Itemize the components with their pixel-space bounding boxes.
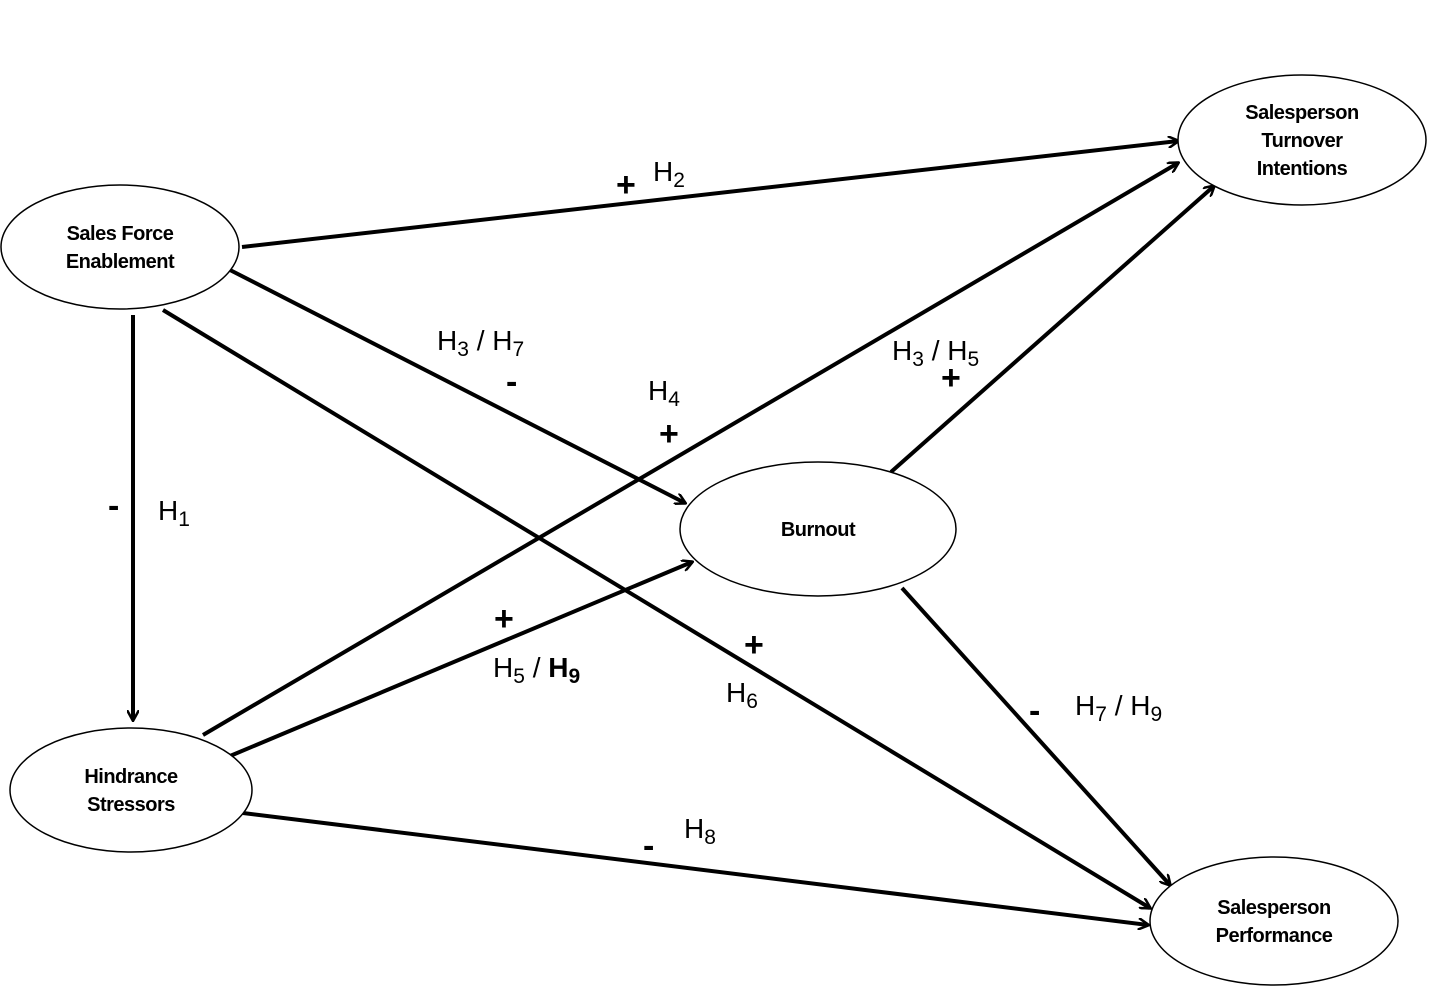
- path-arrow-hindrance-to-burnout: [229, 562, 692, 758]
- hypothesis-label: H1: [158, 495, 190, 531]
- path-sign: -: [506, 363, 517, 401]
- path-sign: +: [659, 415, 679, 453]
- path-arrow-sfe-to-burnout: [229, 268, 685, 503]
- path-arrow-burnout-to-turnover: [889, 186, 1214, 474]
- hypothesis-label: H3 / H5: [892, 335, 979, 371]
- path-sign: +: [616, 166, 636, 204]
- construct-hindrance: [9, 727, 253, 853]
- hypothesis-label: H8: [684, 813, 716, 849]
- construct-label: Burnout: [781, 519, 856, 541]
- construct-turnover: [1177, 74, 1427, 206]
- hypothesis-label: H6: [726, 677, 758, 713]
- path-sign: +: [744, 626, 764, 664]
- construct-label: Performance: [1216, 925, 1333, 947]
- construct-performance: [1149, 856, 1399, 986]
- hypothesis-label: H4: [648, 375, 680, 411]
- path-arrow-sfe-to-performance: [161, 308, 1150, 908]
- path-sign: +: [941, 359, 961, 397]
- construct-label: Intentions: [1257, 158, 1348, 180]
- path-sign: -: [643, 827, 654, 865]
- construct-label: Salesperson: [1217, 897, 1330, 919]
- construct-label: Stressors: [87, 794, 175, 816]
- hypothesis-label: H5 / H9: [493, 652, 580, 688]
- hypothesis-label: H3 / H7: [437, 325, 524, 361]
- hypothesis-label: H7 / H9: [1075, 690, 1162, 726]
- construct-label: Turnover: [1261, 130, 1343, 152]
- path-sign: +: [494, 600, 514, 638]
- path-arrow-hindrance-to-performance: [242, 811, 1148, 925]
- path-arrow-hindrance-to-turnover: [201, 163, 1178, 737]
- hypothesis-label: H2: [653, 156, 685, 192]
- construct-sfe: [0, 184, 240, 310]
- construct-label: Salesperson: [1245, 102, 1358, 124]
- path-arrow-sfe-to-turnover: [241, 141, 1178, 249]
- construct-label: Enablement: [66, 251, 175, 273]
- construct-label: Sales Force: [67, 223, 174, 245]
- construct-label: Hindrance: [84, 766, 178, 788]
- path-sign: -: [108, 487, 119, 525]
- path-arrow-burnout-to-performance: [900, 586, 1170, 885]
- path-sign: -: [1029, 692, 1040, 730]
- construct-burnout: [679, 461, 957, 597]
